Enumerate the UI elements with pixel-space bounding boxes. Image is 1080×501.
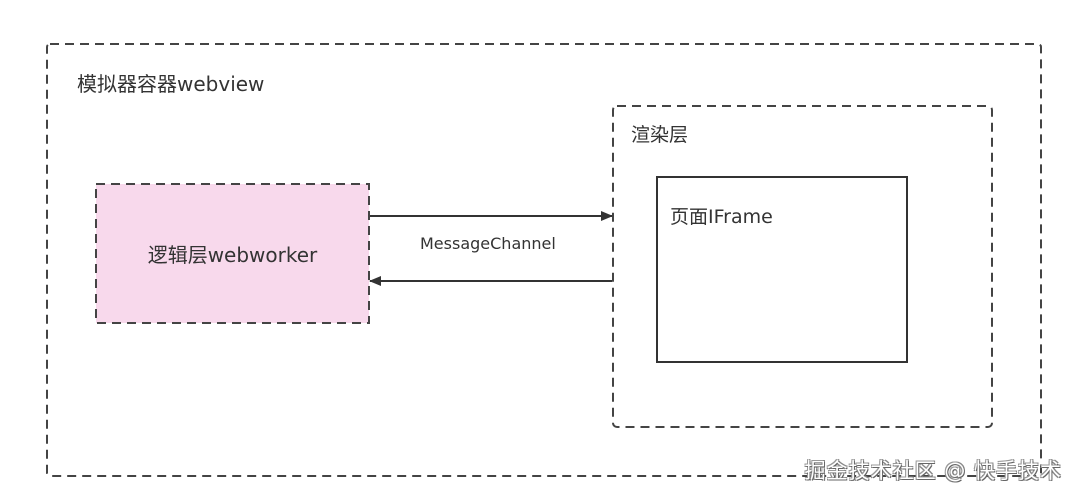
page-iframe-label: 页面IFrame — [670, 206, 773, 228]
render-layer-title: 渲染层 — [631, 124, 689, 146]
logic-layer-label: 逻辑层webworker — [96, 183, 369, 323]
container-webview-box — [46, 43, 1042, 477]
page-iframe-box — [656, 176, 908, 363]
watermark: 掘金技术社区 @ 快手技术 — [804, 459, 1062, 483]
render-layer-box — [612, 105, 993, 428]
container-webview-title: 模拟器容器webview — [77, 72, 265, 96]
logic-layer-box — [95, 183, 370, 324]
logic-layer-text: 逻辑层webworker — [147, 242, 318, 267]
message-channel-label: MessageChannel — [420, 234, 556, 253]
